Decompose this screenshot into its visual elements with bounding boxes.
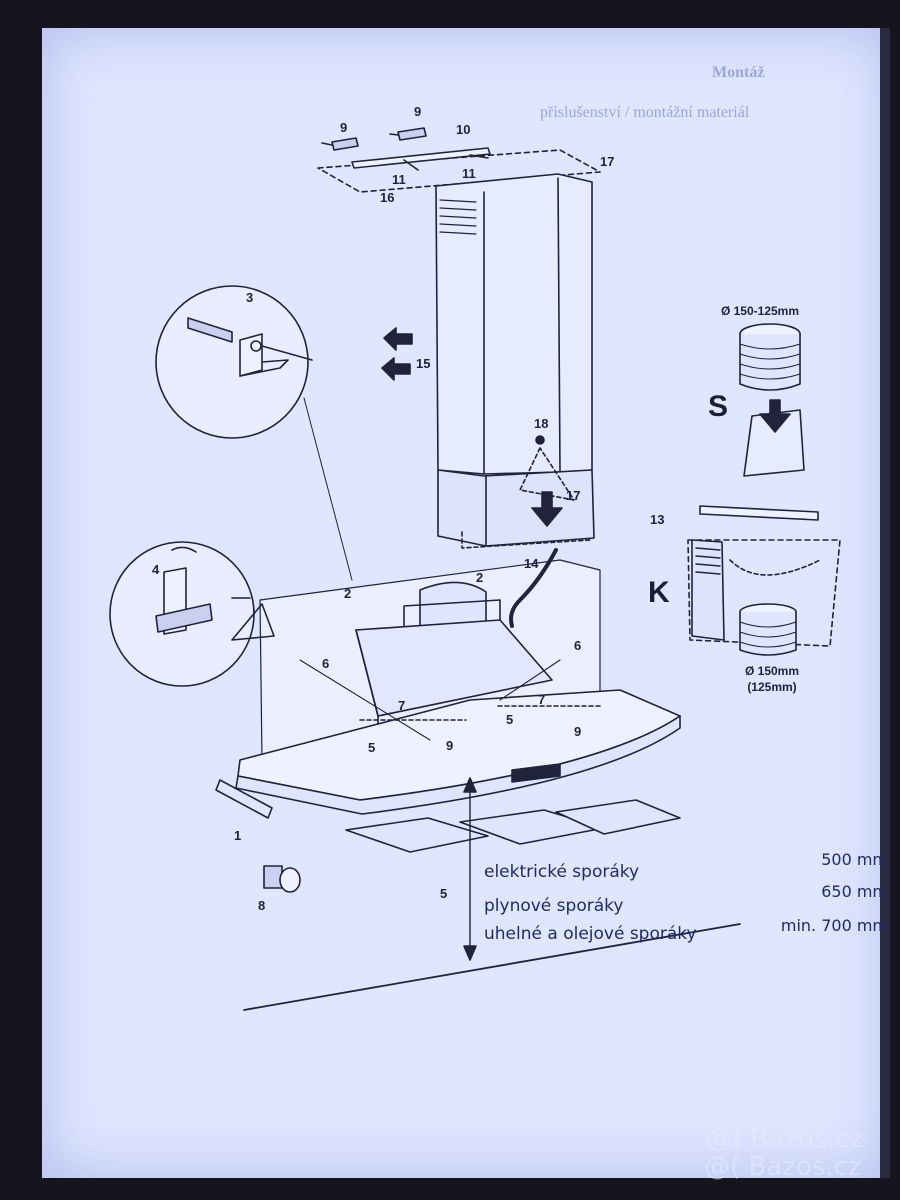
option-k-letter: K bbox=[648, 576, 670, 609]
part-label-13: 13 bbox=[650, 512, 665, 527]
part-label-9: 9 bbox=[574, 724, 582, 739]
part-label-5-clearance: 5 bbox=[440, 886, 448, 901]
chimney-upper bbox=[435, 173, 593, 475]
arrow-15a bbox=[383, 327, 413, 351]
screw-8 bbox=[263, 865, 301, 893]
wall-plug-9a bbox=[321, 137, 359, 151]
chimney-lower bbox=[437, 469, 595, 547]
worktop-line bbox=[243, 923, 741, 1011]
filter-3 bbox=[555, 799, 681, 835]
wall-plug-9b bbox=[389, 127, 427, 141]
part-label-6: 6 bbox=[574, 638, 582, 653]
watermark: @( Bazos.cz bbox=[704, 1152, 862, 1182]
chimney-grille bbox=[439, 199, 477, 235]
clearance-row-value: 500 mm bbox=[821, 850, 888, 869]
watermark: @( Bazos.cz bbox=[706, 1124, 864, 1154]
part-label-7: 7 bbox=[398, 698, 406, 713]
option-k-diameter-alt: (125mm) bbox=[747, 680, 797, 694]
option-s-diameter: Ø 150-125mm bbox=[720, 304, 800, 318]
part-label-9: 9 bbox=[414, 104, 422, 119]
filter-1 bbox=[345, 817, 489, 853]
screw-18 bbox=[535, 435, 545, 445]
clearance-row-label: plynové sporáky bbox=[484, 896, 624, 916]
arrow-17 bbox=[531, 491, 563, 527]
part-label-2: 2 bbox=[344, 586, 352, 601]
faded-subtitle: příslušenství / montážní materiál bbox=[540, 104, 750, 121]
hose-14 bbox=[509, 548, 558, 628]
top-bracket bbox=[351, 147, 491, 169]
part-label-5: 5 bbox=[368, 740, 376, 755]
screw-11a bbox=[403, 159, 419, 171]
arrow-s bbox=[759, 399, 791, 433]
part-label-7: 7 bbox=[538, 692, 546, 707]
part-label-5: 5 bbox=[506, 712, 514, 727]
clearance-row-label: uhelné a olejové sporáky bbox=[484, 924, 697, 944]
part-label-6: 6 bbox=[322, 656, 330, 671]
option-s-illustration bbox=[739, 323, 805, 477]
part-label-16: 17 bbox=[600, 154, 615, 169]
part-label-2: 2 bbox=[476, 570, 484, 585]
clearance-row-label: elektrické sporáky bbox=[484, 862, 640, 882]
option-s-letter: S bbox=[708, 390, 729, 423]
clearance-row-value: 650 mm bbox=[821, 882, 888, 901]
arrow-15b bbox=[381, 357, 411, 381]
clearance-row-value: min. 700 mm bbox=[780, 916, 888, 935]
screw-11b bbox=[469, 154, 489, 159]
part-label-15: 15 bbox=[416, 356, 431, 371]
part-label-1: 1 bbox=[234, 828, 242, 843]
part-label-4: 4 bbox=[152, 562, 160, 577]
part-label-14: 14 bbox=[524, 556, 539, 571]
part-label-17: 17 bbox=[566, 488, 581, 503]
part-label-16: 16 bbox=[380, 190, 395, 205]
option-k-diameter: Ø 150mm bbox=[744, 664, 800, 678]
part-label-9: 9 bbox=[340, 120, 348, 135]
chimney-lower-dashed bbox=[461, 531, 591, 549]
part-label-11: 11 bbox=[392, 172, 406, 187]
part-label-9: 9 bbox=[446, 738, 454, 753]
faded-title: Montáž bbox=[712, 64, 765, 81]
part-label-10: 10 bbox=[456, 122, 471, 137]
part-label-3: 3 bbox=[246, 290, 254, 305]
part-label-8: 8 bbox=[258, 898, 266, 913]
part-label-18: 18 bbox=[534, 416, 549, 431]
option-k-illustration bbox=[687, 505, 841, 656]
bracket-1 bbox=[215, 779, 273, 819]
part-label-11: 11 bbox=[462, 166, 476, 181]
